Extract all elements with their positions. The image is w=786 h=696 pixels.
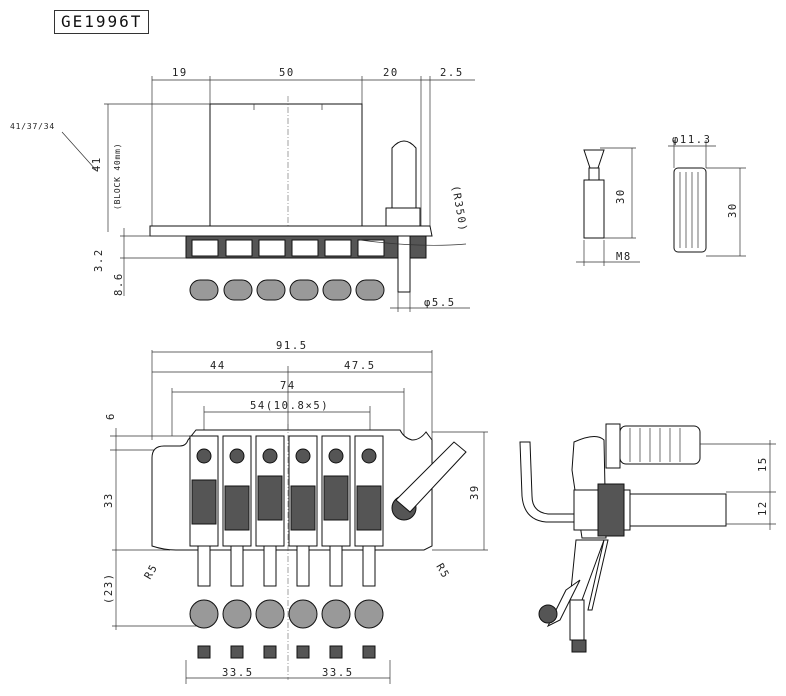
dim-6-label: 6: [105, 412, 117, 420]
bridge-plan-view: 91.5 44 47.5 74 54(10.8×5) 6 33 (23) 39 …: [103, 340, 488, 684]
dim-41-label: 41: [91, 156, 103, 172]
dim-20-label: 20: [383, 67, 399, 79]
dim-15-label: 15: [757, 456, 769, 472]
dim-33-label: 33: [103, 492, 115, 508]
dim-8-6-label: 8.6: [113, 272, 125, 296]
half-right-label: 33.5: [322, 667, 354, 679]
thread-label: M8: [616, 251, 632, 263]
dia-5-5-label: φ5.5: [424, 297, 456, 309]
block-note-label: (BLOCK 40mm): [113, 143, 122, 210]
arm-cap-part: φ11.3 30: [668, 134, 746, 257]
dim-19-label: 19: [172, 67, 188, 79]
dim-74-label: 74: [280, 380, 296, 392]
radius-right-label: R5: [433, 562, 451, 582]
string-screws-plan: [197, 545, 376, 587]
dim-3-2-label: 3.2: [93, 248, 105, 272]
radius-left-label: R5: [142, 562, 160, 582]
tip-height-label: 30: [615, 188, 627, 204]
dim-47-5-label: 47.5: [344, 360, 376, 372]
dim-39-label: 39: [469, 484, 481, 500]
saddles-plan: [189, 435, 384, 547]
string-spacing-label: 54(10.8×5): [250, 400, 329, 412]
width-91-5-label: 91.5: [276, 340, 308, 352]
saddle-row-side: [185, 235, 427, 259]
dim-50-label: 50: [279, 67, 295, 79]
half-left-label: 33.5: [222, 667, 254, 679]
bridge-side-elevation: 19 50 20 2.5 41 (BLOCK 40mm) 41/37/34: [10, 67, 475, 312]
arm-tip-part: 30 M8: [576, 147, 640, 266]
cap-dia-label: φ11.3: [672, 134, 712, 146]
dim-2-5-label: 2.5: [440, 67, 464, 79]
fine-tuners-side: [189, 279, 385, 301]
bridge-side-view: 15 12: [519, 423, 776, 653]
block-sizes-label: 41/37/34: [10, 122, 55, 131]
dim-23-label: (23): [103, 572, 115, 604]
radius-350-label: (R350): [449, 184, 469, 233]
dim-44-label: 44: [210, 360, 226, 372]
fine-tuners-plan: [189, 599, 384, 659]
cap-height-label: 30: [727, 202, 739, 218]
dim-12-label: 12: [757, 500, 769, 516]
model-title: GE1996T: [54, 10, 150, 34]
